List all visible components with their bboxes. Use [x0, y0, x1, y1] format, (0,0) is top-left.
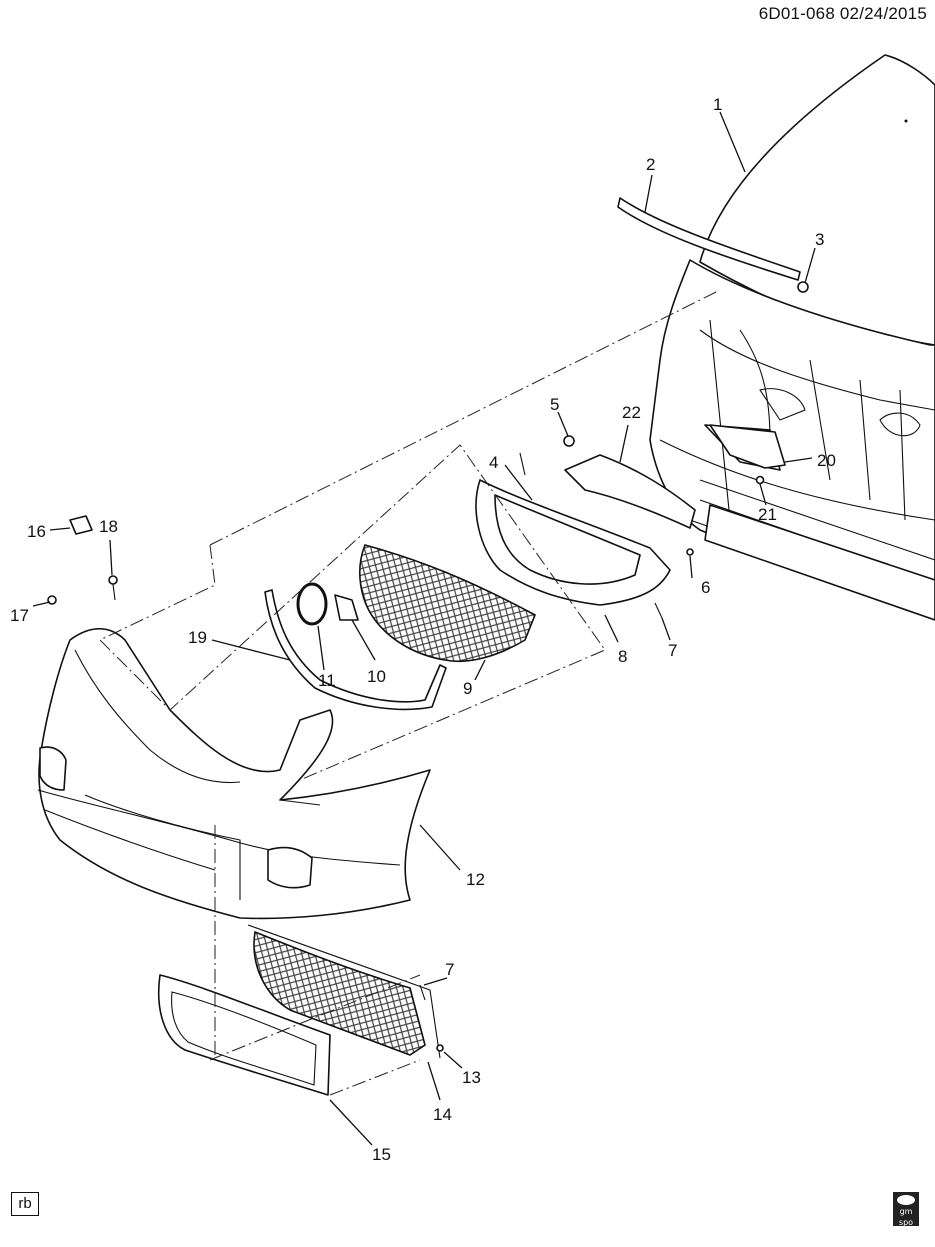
leader-lines	[32, 111, 816, 1146]
rb-label-box: rb	[11, 1192, 39, 1216]
callout-13: 13	[462, 1068, 481, 1087]
callout-9: 9	[463, 679, 472, 698]
gm-spo-logo: gm spo	[893, 1192, 919, 1227]
callout-20: 20	[817, 451, 836, 470]
hood-seal-part	[617, 197, 801, 281]
callout-12: 12	[466, 870, 485, 889]
grille-molding-part	[264, 589, 447, 711]
callout-15: 15	[372, 1145, 391, 1164]
callout-10: 10	[367, 667, 386, 686]
callout-11: 11	[318, 671, 336, 690]
callout-labels: 1 2 3 4 5 6 7 8 9 10 11 12 13 14 15 16 1…	[10, 95, 836, 1164]
callout-7b: 7	[445, 960, 454, 979]
callout-1: 1	[713, 95, 722, 114]
gm-logo-top-text: gm	[899, 1207, 913, 1216]
lower-grille-frame-part	[157, 974, 331, 1096]
callout-19: 19	[188, 628, 207, 647]
emblem-ring-part	[296, 582, 328, 626]
emblem-bracket-part	[334, 594, 359, 621]
lower-grille-part	[247, 924, 441, 1059]
gm-logo-bottom-text: spo	[898, 1218, 914, 1227]
callout-2: 2	[646, 155, 655, 174]
callout-21: 21	[758, 505, 777, 524]
callout-17: 17	[10, 606, 29, 625]
upper-bracket-part	[564, 454, 696, 529]
grille-support-part	[475, 479, 671, 606]
diagram-reference-label: 6D01-068 02/24/2015	[758, 4, 927, 23]
gm-logo-mark-icon	[897, 1195, 915, 1205]
upper-grille-part	[359, 544, 537, 663]
callout-7a: 7	[668, 641, 677, 660]
reference-lines	[99, 289, 721, 1096]
callout-14: 14	[433, 1105, 452, 1124]
front-bumper-fascia-part	[37, 628, 431, 920]
callout-16: 16	[27, 522, 46, 541]
callout-3: 3	[815, 230, 824, 249]
callout-4: 4	[489, 453, 498, 472]
callout-22: 22	[622, 403, 641, 422]
callout-8: 8	[618, 647, 627, 666]
callout-6: 6	[701, 578, 710, 597]
callout-5: 5	[550, 395, 559, 414]
air-deflector-part	[709, 424, 786, 469]
callout-18: 18	[99, 517, 118, 536]
fastener-parts	[47, 281, 809, 1052]
